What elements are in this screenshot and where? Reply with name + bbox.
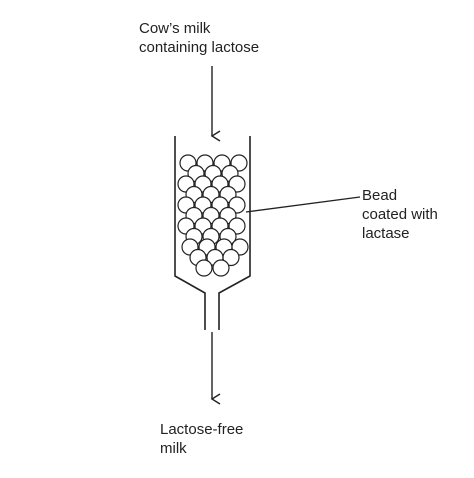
bead [195,259,213,277]
output-label: Lactose-free milk [160,421,244,457]
input-label: Cow’s milk containing lactose [139,20,260,56]
bead [222,248,240,267]
bead-label: Bead coated with lactase [362,187,438,242]
bead-group [177,154,249,277]
bead [212,259,230,277]
column-wall [174,136,251,330]
bead-leader-line [245,196,361,213]
